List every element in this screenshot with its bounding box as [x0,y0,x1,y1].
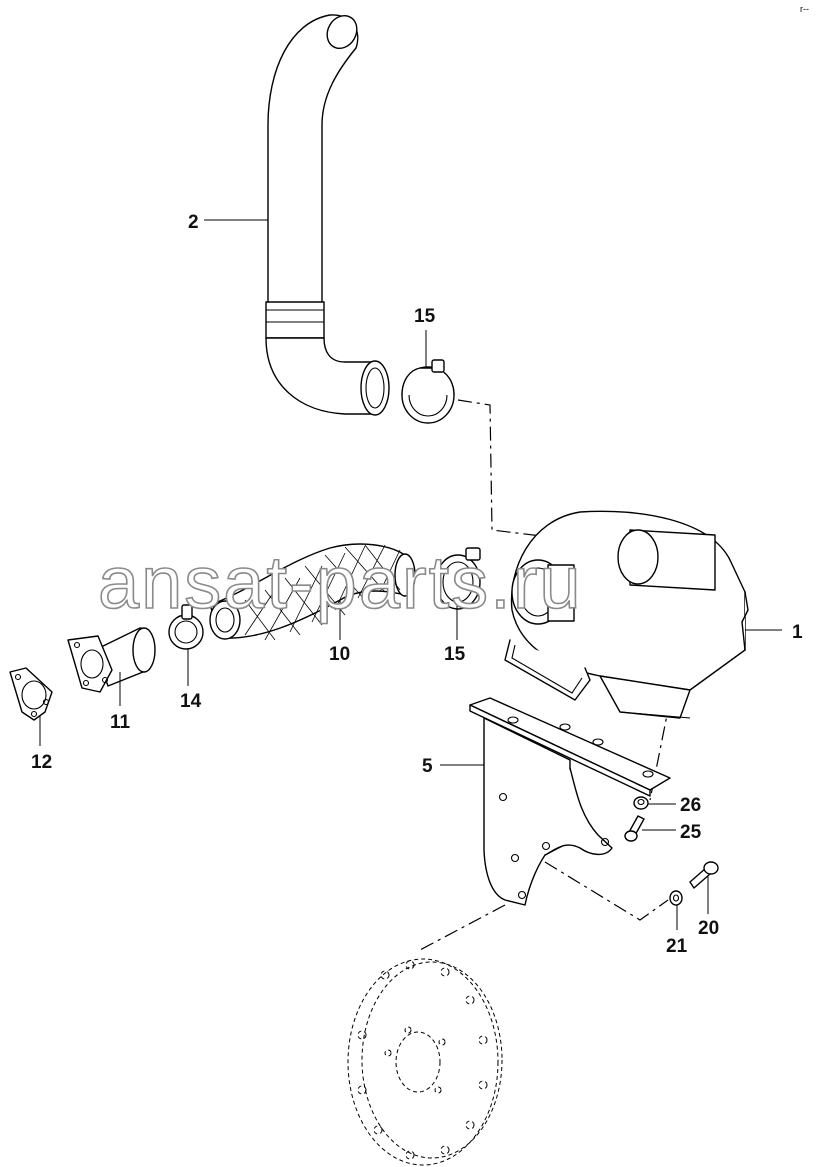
flywheel-outline [347,958,503,1166]
callout-1: 1 [792,622,803,643]
muffler [504,510,749,719]
callout-12: 12 [31,752,52,773]
callout-15-lower: 15 [444,644,466,665]
exhaust-pipe [265,14,390,416]
assembly-line-upper [457,399,641,549]
mounting-bracket [469,697,671,906]
nut-small [633,796,649,810]
callout-14: 14 [180,691,202,712]
assembly-line-bracket [544,861,669,921]
watermark: ansat-parts.ru [98,541,583,624]
callout-26: 26 [680,795,701,816]
callout-5: 5 [422,756,433,777]
hose-clamp-lower [435,547,481,610]
callout-11: 11 [110,712,131,733]
nut [669,890,683,906]
callout-25: 25 [680,822,702,843]
gasket [9,667,53,721]
callout-20: 20 [698,918,719,939]
bolt [689,861,719,889]
callout-15-upper: 15 [414,306,436,327]
assembly-line-flywheel [419,904,506,951]
callout-21: 21 [666,936,688,957]
hose-clamp [168,604,204,650]
screw [624,815,645,842]
flange-pipe [67,627,156,693]
callout-2: 2 [188,212,199,233]
leader-lines [39,219,782,930]
hose-clamp-upper [401,359,455,424]
callout-10: 10 [329,644,350,665]
corner-mark: r-- [800,4,809,14]
flexible-hose [209,543,416,641]
